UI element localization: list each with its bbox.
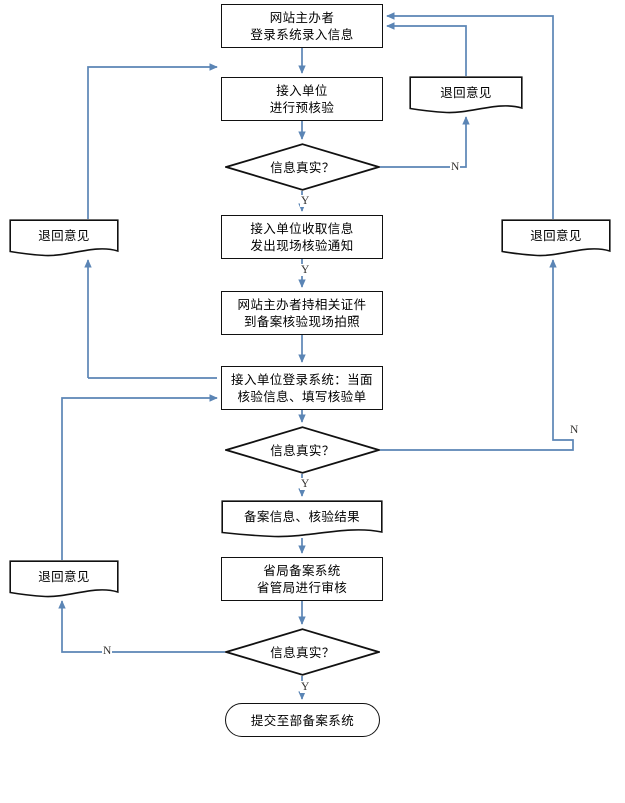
node-decision-info-true-3: 信息真实？ <box>225 628 380 676</box>
node-access-unit-collect: 接入单位收取信息 发出现场核验通知 <box>221 215 383 259</box>
document-shape <box>501 219 611 257</box>
node-access-unit-verify: 接入单位登录系统：当面 核验信息、填写核验单 <box>221 366 383 410</box>
edge-doc-top-right-to-n1 <box>386 22 467 76</box>
node-return-opinion-left-middle: 退回意见 <box>9 219 119 257</box>
node-record-info-result-label: 备案信息、核验结果 <box>243 508 361 524</box>
edge-label-y-2: Y <box>300 264 311 276</box>
node-sponsor-login: 网站主办者 登录系统录入信息 <box>221 4 383 48</box>
diamond-shape <box>225 143 380 191</box>
node-access-unit-precheck: 接入单位 进行预核验 <box>221 77 383 121</box>
node-return-opinion-right-middle: 退回意见 <box>501 219 611 257</box>
node-return-opinion-right-middle-label: 退回意见 <box>530 227 582 243</box>
edge-label-y-3: Y <box>300 478 311 490</box>
node-decision-info-true-1-label: 信息真实？ <box>270 159 335 175</box>
edge-label-n-3: N <box>102 645 113 657</box>
edge-doc-left-middle-to-n1 <box>87 63 218 219</box>
node-submit-to-ministry: 提交至部备案系统 <box>225 703 380 737</box>
edge-doc-left-bottom-to-n5 <box>61 394 218 560</box>
diamond-shape <box>225 426 380 474</box>
edge-label-n-2: N <box>569 424 580 436</box>
node-decision-info-true-2-label: 信息真实？ <box>270 442 335 458</box>
edge-doc-right-to-n1 <box>386 12 554 219</box>
edge-label-y-4: Y <box>300 681 311 693</box>
node-decision-info-true-2: 信息真实？ <box>225 426 380 474</box>
node-return-opinion-left-middle-label: 退回意见 <box>38 227 90 243</box>
diamond-shape <box>225 628 380 676</box>
node-return-opinion-top-right: 退回意见 <box>409 76 523 114</box>
node-return-opinion-left-bottom-label: 退回意见 <box>38 568 90 584</box>
edge-d1-no-to-doc-top-right <box>380 116 470 168</box>
node-decision-info-true-1: 信息真实？ <box>225 143 380 191</box>
edge-label-y-1: Y <box>300 195 311 207</box>
edge-d2-no-to-doc-right <box>380 259 574 451</box>
node-decision-info-true-3-label: 信息真实？ <box>270 644 335 660</box>
document-shape <box>409 76 523 114</box>
node-sponsor-onsite-photo: 网站主办者持相关证件 到备案核验现场拍照 <box>221 291 383 335</box>
edge-label-n-1: N <box>450 161 461 173</box>
node-record-info-result: 备案信息、核验结果 <box>221 500 383 538</box>
node-return-opinion-top-right-label: 退回意见 <box>440 84 492 100</box>
document-shape <box>221 500 383 538</box>
node-province-bureau-review: 省局备案系统 省管局进行审核 <box>221 557 383 601</box>
node-return-opinion-left-bottom: 退回意见 <box>9 560 119 598</box>
edge-d3-no-to-doc-left-bottom <box>58 600 225 653</box>
document-shape <box>9 219 119 257</box>
document-shape <box>9 560 119 598</box>
